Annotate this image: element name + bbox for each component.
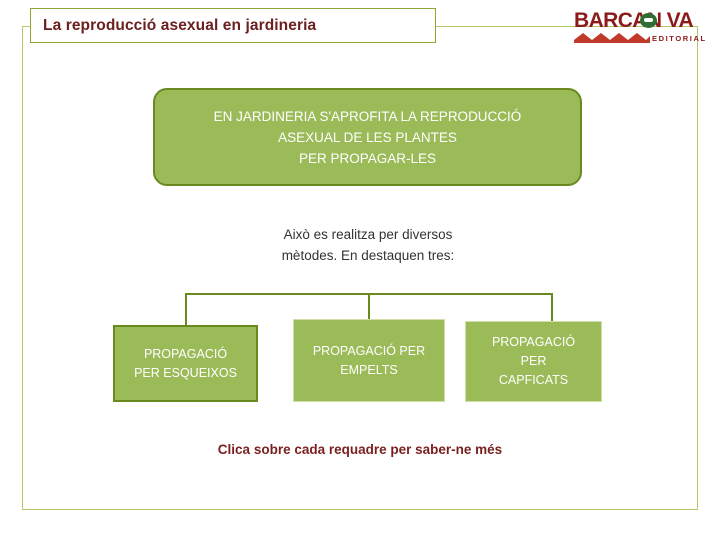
- method-box-capficats[interactable]: PROPAGACIÓ PER CAPFICATS: [465, 321, 602, 402]
- connector-drop-center: [368, 293, 370, 319]
- method-box-empelts[interactable]: PROPAGACIÓ PER EMPELTS: [293, 319, 445, 402]
- connector-drop-right: [551, 293, 553, 321]
- logo-globe-icon: [640, 13, 657, 28]
- page-title: La reproducció asexual en jardineria: [43, 16, 317, 34]
- connector-drop-left: [185, 293, 187, 325]
- method-box-capficats-label: PROPAGACIÓ PER CAPFICATS: [491, 335, 576, 387]
- main-statement-box: EN JARDINERIA S'APROFITA LA REPRODUCCIÓ …: [153, 88, 582, 186]
- method-box-esqueixos-label: PROPAGACIÓ PER ESQUEIXOS: [134, 346, 237, 380]
- main-statement-text: EN JARDINERIA S'APROFITA LA REPRODUCCIÓ …: [213, 108, 522, 166]
- barcanova-logo: BARCAN VA EDITORIAL: [574, 9, 705, 48]
- footer-instruction: Clica sobre cada requadre per saber-ne m…: [217, 442, 503, 457]
- page-title-box: La reproducció asexual en jardineria: [30, 8, 436, 43]
- method-box-esqueixos[interactable]: PROPAGACIÓ PER ESQUEIXOS: [113, 325, 258, 402]
- logo-subtitle: EDITORIAL: [652, 34, 707, 43]
- logo-wave-icon: [574, 33, 650, 43]
- methods-caption: Això es realitza per diversos mètodes. E…: [281, 227, 455, 263]
- logo-wordmark: BARCAN VA: [574, 9, 694, 32]
- method-box-empelts-label: PROPAGACIÓ PER EMPELTS: [312, 343, 426, 377]
